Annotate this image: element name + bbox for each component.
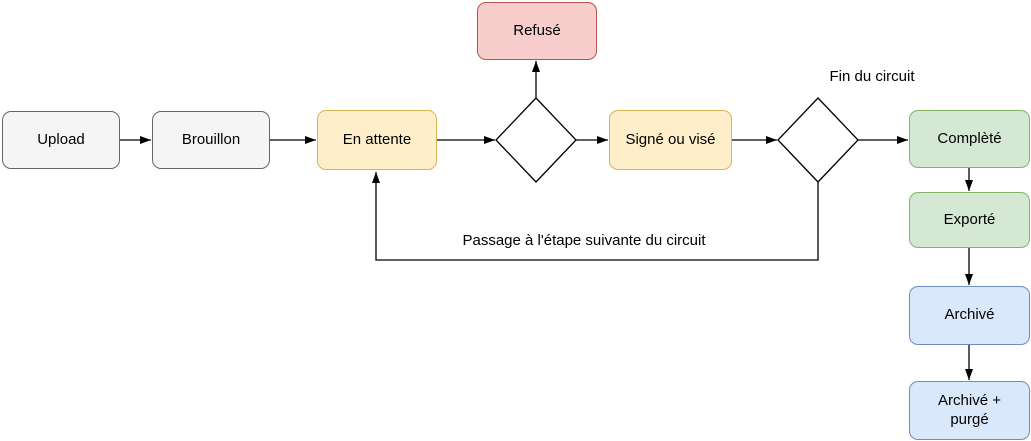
arrow-loop-decision2-to-en-attente — [372, 172, 819, 261]
edge-label-fin-du-circuit: Fin du circuit — [829, 68, 915, 85]
node-archive: Archivé — [909, 286, 1030, 345]
node-refuse: Refusé — [477, 2, 597, 60]
node-refuse-label: Refusé — [513, 21, 561, 39]
edge-label-passage-etape: Passage à l'étape suivante du circuit — [462, 232, 706, 249]
decision-diamond-1 — [495, 97, 577, 183]
node-archive-label: Archivé — [944, 306, 995, 324]
node-complete-label: Complèté — [937, 129, 1002, 147]
node-brouillon: Brouillon — [152, 111, 270, 169]
node-archive-purge-label: Archivé + purgé — [938, 391, 1001, 428]
node-archive-purge: Archivé + purgé — [909, 381, 1030, 440]
node-complete: Complèté — [909, 110, 1030, 168]
node-signe-ou-vise: Signé ou visé — [609, 110, 732, 170]
node-exporte: Exporté — [909, 192, 1030, 248]
node-en-attente-label: En attente — [342, 130, 412, 148]
node-upload: Upload — [2, 111, 120, 169]
node-en-attente: En attente — [317, 110, 437, 170]
decision-diamond-2 — [777, 97, 859, 183]
node-exporte-label: Exporté — [943, 210, 996, 228]
node-signe-ou-vise-label: Signé ou visé — [625, 130, 716, 148]
node-brouillon-label: Brouillon — [181, 130, 241, 148]
node-upload-label: Upload — [37, 130, 85, 148]
